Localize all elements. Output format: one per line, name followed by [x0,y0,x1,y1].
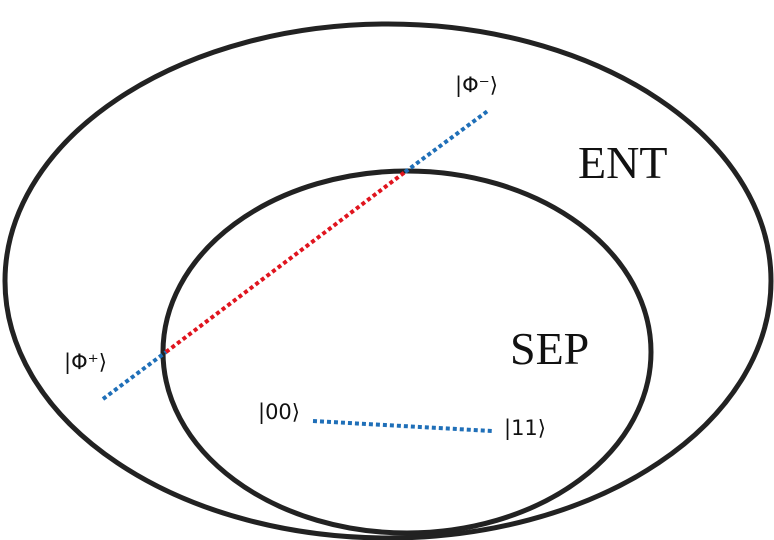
phi-line-upper-segment [403,108,491,174]
phi-plus-state-label: |Φ⁺⟩ [64,350,107,374]
phi-minus-state-label: |Φ⁻⟩ [455,73,498,97]
phi-line-chord-segment [164,170,407,354]
ket-11-state-label: |11⟩ [504,416,546,440]
sep-set-label: SEP [510,323,590,374]
ent-set-label: ENT [578,137,668,188]
ket-00-state-label: |00⟩ [258,400,300,424]
phi-line-lower-segment [101,350,168,401]
product-states-line [312,419,493,433]
ent-set-ellipse [2,21,774,540]
